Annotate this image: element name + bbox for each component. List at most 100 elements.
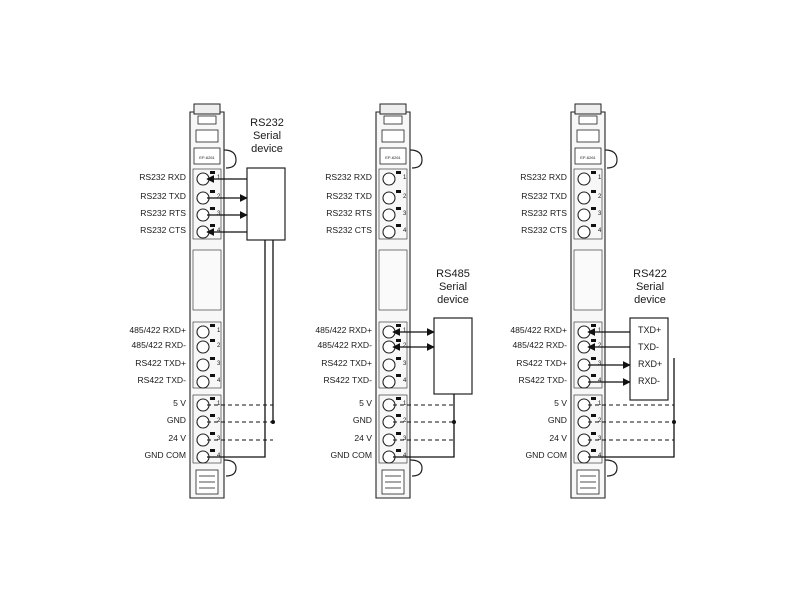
terminal-number: 1 (217, 328, 221, 334)
terminal-number: 2 (217, 194, 221, 200)
led-indicator (591, 324, 596, 327)
terminal-label: RS232 CTS (326, 225, 372, 235)
led-indicator (591, 397, 596, 400)
terminal-label: RS232 RTS (521, 208, 567, 218)
top-latch-slot (197, 115, 217, 125)
terminal-label: GND COM (144, 450, 186, 460)
led-indicator (396, 414, 401, 417)
wire-gnd-com (207, 240, 266, 458)
terminal-label: RS422 TXD+ (516, 358, 567, 368)
terminal-label: RS232 RTS (140, 208, 186, 218)
terminal-number: 2 (217, 343, 221, 349)
release-hook-bottom (223, 459, 237, 477)
terminal-label: 485/422 RXD+ (510, 325, 567, 335)
led-indicator (210, 171, 215, 174)
device-pin-label: TXD- (638, 342, 659, 352)
led-indicator (396, 171, 401, 174)
led-indicator (591, 449, 596, 452)
top-latch (379, 103, 407, 115)
terminal-number: 4 (217, 378, 221, 384)
terminal-number: 3 (403, 436, 407, 442)
blank-panel (192, 249, 222, 311)
module-label: EP-6261 (385, 155, 401, 160)
led-indicator (591, 357, 596, 360)
terminal-number: 4 (217, 228, 221, 234)
terminal-number: 4 (598, 228, 602, 234)
terminal-label: 24 V (354, 433, 372, 443)
label-window (576, 129, 600, 143)
terminal-clamp (382, 358, 396, 372)
led-indicator (210, 414, 215, 417)
module-label: EP-6261 (199, 155, 215, 160)
led-indicator (396, 357, 401, 360)
terminal-label: RS422 TXD- (137, 375, 186, 385)
led-indicator (396, 374, 401, 377)
release-hook-bottom (409, 459, 423, 477)
terminal-number: 4 (217, 453, 221, 459)
led-indicator (396, 224, 401, 227)
led-indicator (591, 207, 596, 210)
led-indicator (591, 171, 596, 174)
led-indicator (591, 414, 596, 417)
device-title-line: Serial (636, 281, 664, 293)
release-hook (604, 149, 618, 169)
terminal-label: 485/422 RXD- (132, 340, 187, 350)
terminal-label: 485/422 RXD+ (129, 325, 186, 335)
blank-panel (573, 249, 603, 311)
module-label-plate (379, 147, 407, 165)
terminal-label: GND COM (330, 450, 372, 460)
release-hook (409, 149, 423, 169)
terminal-number: 3 (217, 211, 221, 217)
led-indicator (591, 374, 596, 377)
led-indicator (210, 224, 215, 227)
terminal-label: 5 V (173, 398, 186, 408)
terminal-label: 485/422 RXD+ (315, 325, 372, 335)
led-indicator (210, 324, 215, 327)
terminal-number: 2 (598, 194, 602, 200)
device-pin-label: RXD+ (638, 359, 662, 369)
terminal-clamp (196, 375, 210, 389)
terminal-clamp (382, 225, 396, 239)
terminal-label: RS232 RTS (326, 208, 372, 218)
terminal-clamp (577, 172, 591, 186)
terminal-number: 2 (217, 418, 221, 424)
terminal-block-power (573, 394, 603, 464)
led-indicator (591, 339, 596, 342)
terminal-clamp (196, 340, 210, 354)
terminal-number: 4 (598, 453, 602, 459)
terminal-label: 24 V (549, 433, 567, 443)
terminal-block-rs232 (192, 168, 222, 240)
release-hook-bottom (604, 459, 618, 477)
terminal-number: 1 (598, 175, 602, 181)
label-window (381, 129, 405, 143)
serial-device-box (629, 317, 669, 401)
wire-gnd-com (588, 358, 675, 458)
terminal-label: RS232 RXD (139, 172, 186, 182)
device-title-line: Serial (253, 130, 281, 142)
terminal-label: 485/422 RXD- (318, 340, 373, 350)
terminal-label: RS422 TXD- (323, 375, 372, 385)
led-indicator (396, 397, 401, 400)
terminal-clamp (577, 225, 591, 239)
terminal-block-power (192, 394, 222, 464)
terminal-number: 4 (598, 378, 602, 384)
wire-gnd-com (393, 394, 455, 458)
terminal-number: 1 (598, 328, 602, 334)
module-label-plate (574, 147, 602, 165)
terminal-clamp (382, 375, 396, 389)
led-indicator (210, 449, 215, 452)
terminal-label: 5 V (359, 398, 372, 408)
terminal-block-serial (192, 321, 222, 389)
terminal-label: RS422 TXD+ (321, 358, 372, 368)
device-title-line: RS232 (250, 117, 284, 129)
device-title-line: device (437, 294, 469, 306)
serial-device-box (433, 317, 473, 395)
label-window (195, 129, 219, 143)
terminal-label: GND (548, 415, 567, 425)
led-indicator (396, 207, 401, 210)
led-indicator (210, 374, 215, 377)
terminal-label: GND COM (525, 450, 567, 460)
terminal-number: 3 (598, 361, 602, 367)
